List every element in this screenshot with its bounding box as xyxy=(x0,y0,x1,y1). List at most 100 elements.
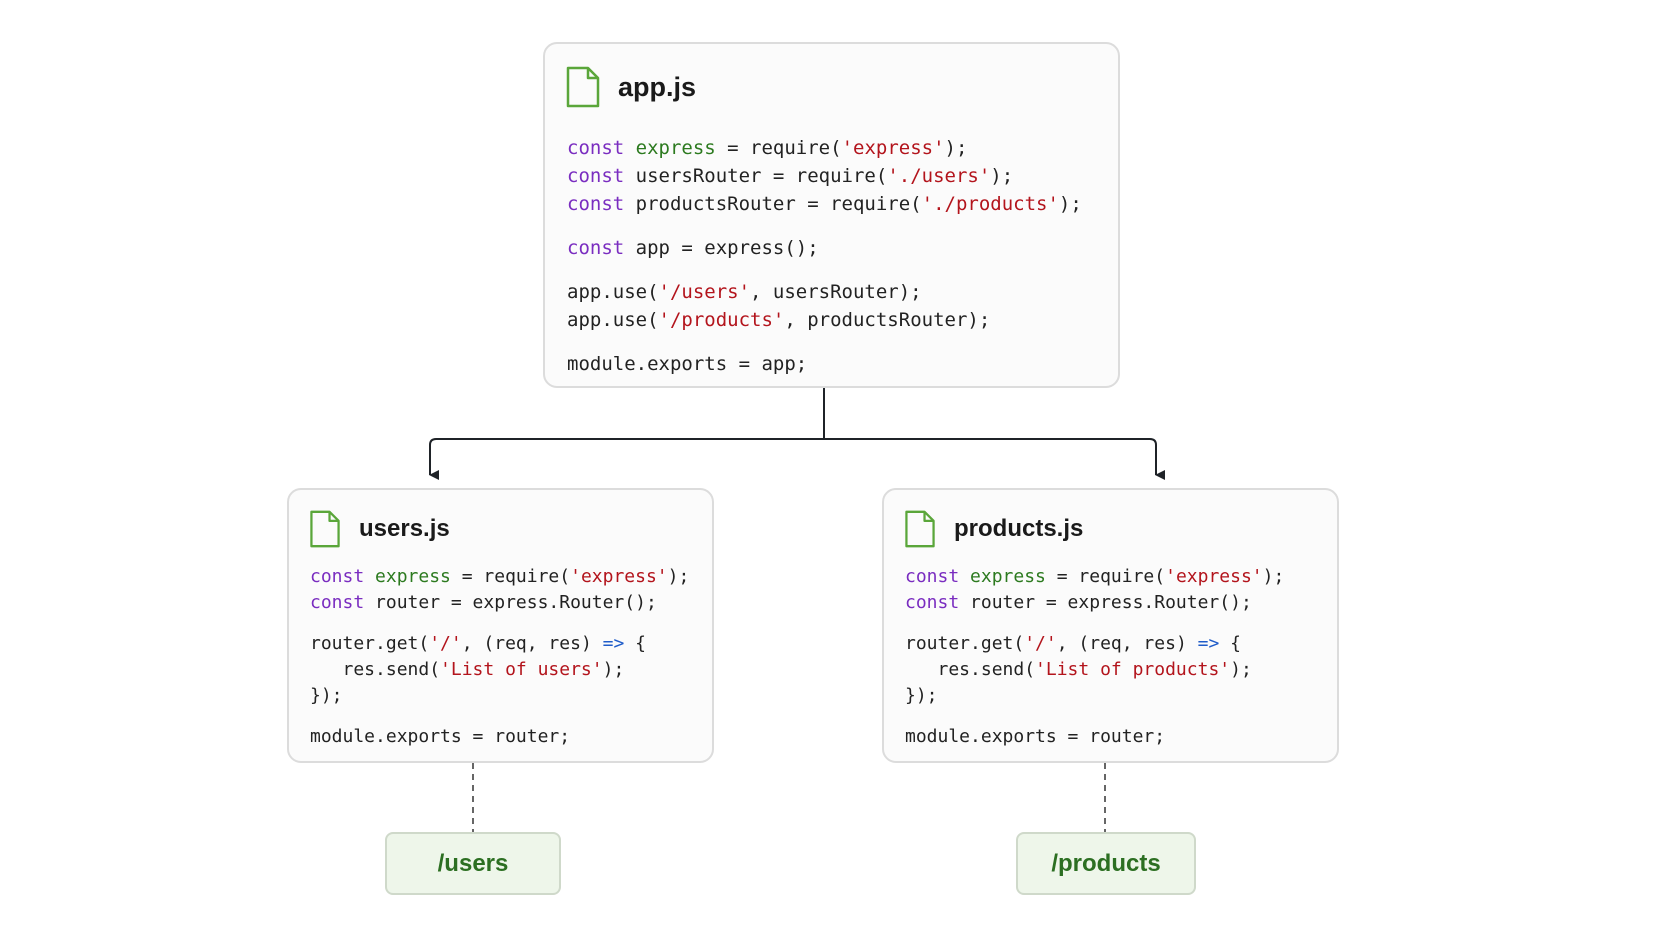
code-gap xyxy=(310,616,689,631)
code-token: res.send( xyxy=(310,659,441,680)
products-js-header: products.js xyxy=(904,510,1083,548)
code-line: app.use('/users', usersRouter); xyxy=(567,278,1082,306)
users-js-title: users.js xyxy=(359,515,450,542)
code-token: const xyxy=(567,137,625,159)
code-gap xyxy=(567,262,1082,278)
code-token: => xyxy=(602,633,625,654)
code-token: = require( xyxy=(450,566,571,587)
app-js-title: app.js xyxy=(618,71,697,102)
file-icon xyxy=(310,510,340,548)
code-token: ); xyxy=(602,659,625,680)
code-token: '/' xyxy=(1024,633,1057,654)
products-js-card: products.js const express = require('exp… xyxy=(882,488,1339,763)
code-token: const xyxy=(310,592,365,613)
branch-to-users-arrow xyxy=(429,438,824,480)
code-line: res.send('List of users'); xyxy=(310,657,689,683)
code-token: express xyxy=(970,566,1046,587)
code-token: app = express(); xyxy=(624,237,819,259)
code-line: const express = require('express'); xyxy=(905,564,1284,590)
code-token: '/users' xyxy=(658,281,751,303)
code-token: router.get( xyxy=(310,633,430,654)
code-line: const app = express(); xyxy=(567,234,1082,262)
code-line: router.get('/', (req, res) => { xyxy=(905,631,1284,657)
code-line: res.send('List of products'); xyxy=(905,657,1284,683)
code-token: 'express' xyxy=(1165,566,1263,587)
code-line: const productsRouter = require('./produc… xyxy=(567,190,1082,218)
code-token: module.exports = app; xyxy=(567,353,808,375)
products-route-box: /products xyxy=(1016,832,1196,895)
code-token: '/products' xyxy=(658,309,785,331)
users-js-header: users.js xyxy=(309,510,450,548)
code-line: const router = express.Router(); xyxy=(310,590,689,616)
code-token: 'express' xyxy=(570,566,668,587)
code-token xyxy=(364,566,375,587)
code-token: ); xyxy=(990,165,1014,187)
code-token xyxy=(624,137,635,159)
code-token: ); xyxy=(944,137,968,159)
code-line: module.exports = router; xyxy=(905,724,1284,750)
code-token: app.use( xyxy=(567,281,659,303)
code-token: }); xyxy=(905,685,938,706)
code-token: , (req, res) xyxy=(1056,633,1198,654)
file-icon xyxy=(905,510,935,548)
code-token: router = express.Router(); xyxy=(364,592,657,613)
products-js-code: const express = require('express');const… xyxy=(905,564,1284,750)
code-token: { xyxy=(624,633,646,654)
code-gap xyxy=(567,218,1082,234)
code-token: res.send( xyxy=(905,659,1036,680)
code-token: = require( xyxy=(715,137,842,159)
code-token: './products' xyxy=(921,193,1059,215)
branch-to-products-arrow xyxy=(824,438,1165,480)
code-line: router.get('/', (req, res) => { xyxy=(310,631,689,657)
code-token: const xyxy=(567,237,625,259)
code-token: usersRouter = require( xyxy=(624,165,888,187)
code-token: router = express.Router(); xyxy=(959,592,1252,613)
code-token: ); xyxy=(1262,566,1285,587)
code-token: ); xyxy=(667,566,690,587)
users-route-box: /users xyxy=(385,832,561,895)
code-line: const router = express.Router(); xyxy=(905,590,1284,616)
code-token: , (req, res) xyxy=(461,633,603,654)
code-line: module.exports = app; xyxy=(567,350,1082,378)
code-line: module.exports = router; xyxy=(310,724,689,750)
code-gap xyxy=(905,616,1284,631)
code-token: { xyxy=(1219,633,1241,654)
code-token: const xyxy=(567,165,625,187)
code-token: 'List of users' xyxy=(440,659,603,680)
code-token: '/' xyxy=(429,633,462,654)
code-token: }); xyxy=(310,685,343,706)
code-token: , productsRouter); xyxy=(784,309,991,331)
code-line: app.use('/products', productsRouter); xyxy=(567,306,1082,334)
code-token: => xyxy=(1197,633,1220,654)
users-js-card: users.js const express = require('expres… xyxy=(287,488,714,763)
code-token: const xyxy=(905,592,960,613)
code-token: router.get( xyxy=(905,633,1025,654)
code-token: const xyxy=(905,566,960,587)
code-line: const express = require('express'); xyxy=(310,564,689,590)
code-line: }); xyxy=(310,683,689,709)
code-line: const express = require('express'); xyxy=(567,134,1082,162)
code-token: module.exports = router; xyxy=(310,726,571,747)
code-token xyxy=(959,566,970,587)
code-token: const xyxy=(310,566,365,587)
code-token: ); xyxy=(1230,659,1252,680)
code-token: './users' xyxy=(887,165,991,187)
code-token: 'List of products' xyxy=(1035,659,1231,680)
products-js-title: products.js xyxy=(954,515,1084,542)
code-gap xyxy=(905,709,1284,724)
code-token: module.exports = router; xyxy=(905,726,1166,747)
users-js-code: const express = require('express');const… xyxy=(310,564,689,750)
code-token: app.use( xyxy=(567,309,659,331)
app-js-code: const express = require('express');const… xyxy=(567,134,1082,378)
code-gap xyxy=(310,709,689,724)
code-token: const xyxy=(567,193,625,215)
code-line: }); xyxy=(905,683,1284,709)
app-js-card: app.js const express = require('express'… xyxy=(543,42,1120,388)
code-token: , usersRouter); xyxy=(750,281,922,303)
file-icon xyxy=(566,66,600,108)
code-gap xyxy=(567,334,1082,350)
code-line: const usersRouter = require('./users'); xyxy=(567,162,1082,190)
code-token: = require( xyxy=(1045,566,1166,587)
code-token: 'express' xyxy=(841,137,945,159)
